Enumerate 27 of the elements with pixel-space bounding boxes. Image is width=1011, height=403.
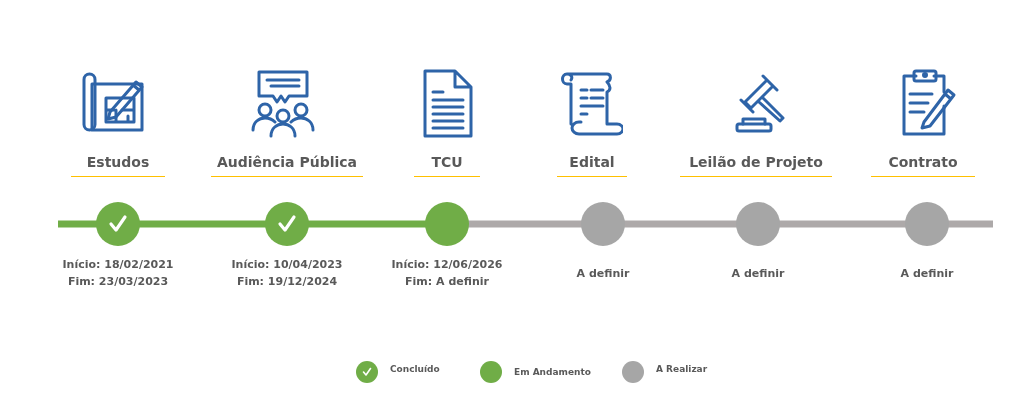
date-text: Início: 10/04/2023: [231, 258, 343, 271]
date-text: Fim: 19/12/2024: [236, 275, 338, 288]
date-text: A definir: [731, 267, 785, 280]
timeline-line: [779, 220, 906, 228]
stage-title: Estudos: [71, 154, 165, 177]
status-circle: [736, 202, 780, 246]
timeline-line: [139, 220, 266, 228]
legend-label: Em Andamento: [514, 367, 591, 377]
stage-title: TCU: [414, 154, 480, 177]
stage-title: Audiência Pública: [211, 154, 363, 177]
date-text: Início: 18/02/2021: [62, 258, 174, 271]
status-circle: [581, 202, 625, 246]
timeline-line: [624, 220, 737, 228]
date-text: Início: 12/06/2026: [391, 258, 503, 271]
stage-title: Contrato: [871, 154, 975, 177]
timeline-line: [308, 220, 426, 228]
status-circle: [425, 202, 469, 246]
stage-title: Edital: [557, 154, 627, 177]
legend-label: A Realizar: [656, 364, 708, 374]
timeline-line: [468, 220, 582, 228]
stage-title: Leilão de Projeto: [680, 154, 832, 177]
date-text: Fim: A definir: [405, 275, 489, 288]
legend-label: Concluído: [390, 364, 440, 374]
date-text: A definir: [576, 267, 630, 280]
date-text: Fim: 23/03/2023: [67, 275, 169, 288]
status-circle: [905, 202, 949, 246]
date-text: A definir: [900, 267, 954, 280]
